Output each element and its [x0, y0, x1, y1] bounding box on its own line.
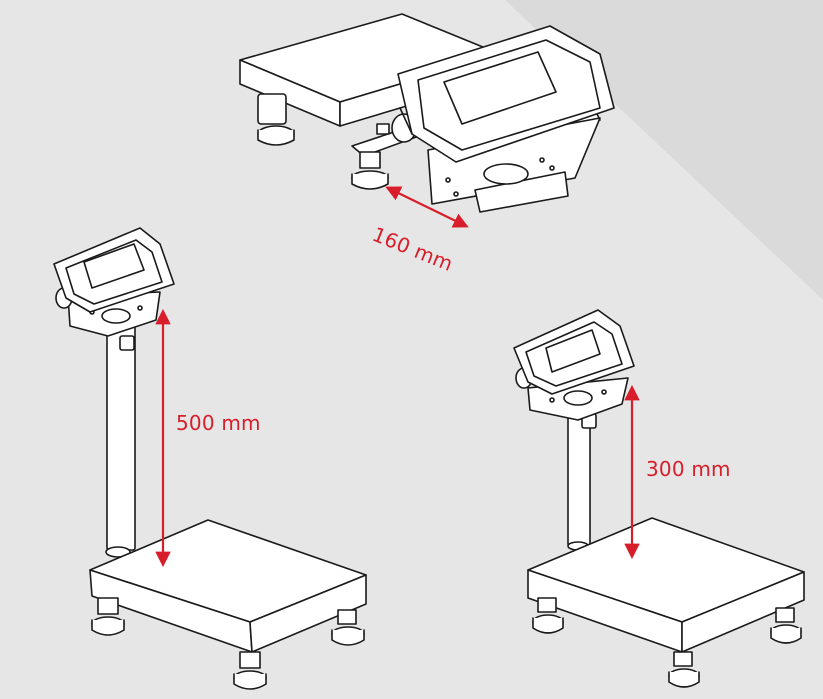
left-scale-assembly — [53, 227, 367, 690]
right-scale-assembly — [513, 309, 805, 688]
top-scale-assembly — [239, 13, 615, 213]
dimension-arrow-depth — [385, 186, 469, 228]
dimension-label-short-column: 300 mm — [646, 457, 731, 481]
dimension-label-tall-column: 500 mm — [176, 411, 261, 435]
